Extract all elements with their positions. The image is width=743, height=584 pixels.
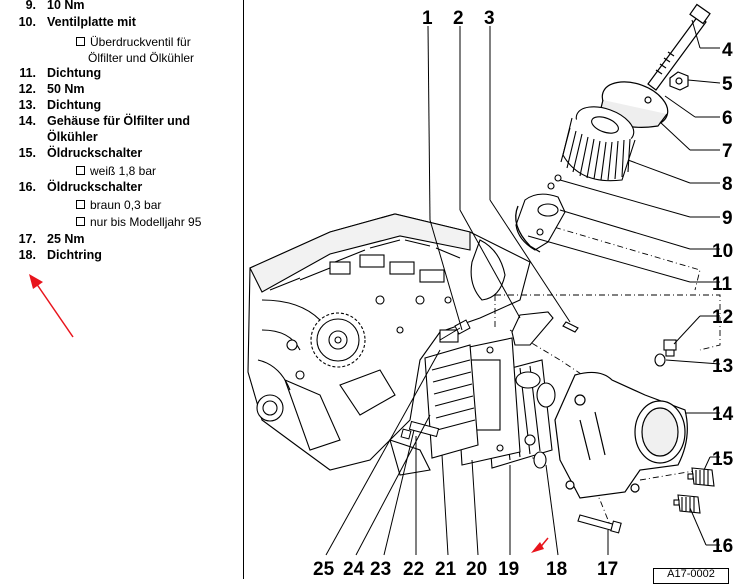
callout-6: 6 — [722, 108, 733, 129]
callout-25: 25 — [313, 559, 335, 579]
gear-sprocket-icon — [310, 312, 366, 368]
annotation-arrow-icon — [29, 274, 74, 338]
exploded-diagram-drawing: 1 2 3 4 5 6 7 8 9 10 11 12 13 14 15 16 2… — [247, 3, 734, 580]
bolt-icon — [647, 3, 711, 91]
valve-plate — [515, 193, 566, 251]
oil-filter-icon — [560, 106, 636, 182]
gasket — [515, 205, 541, 253]
callout-17: 17 — [597, 559, 618, 579]
bullet-box-icon — [76, 200, 85, 209]
divider — [243, 0, 244, 579]
bullet-box-icon — [76, 217, 85, 226]
leader-lines — [325, 19, 721, 556]
callout-1: 1 — [422, 8, 433, 29]
bolt-icon — [577, 514, 622, 534]
callout-10: 10 — [712, 241, 733, 262]
pressure-switch-icon — [687, 467, 715, 487]
callout-5: 5 — [722, 74, 733, 95]
ribbed-plate — [424, 329, 479, 459]
callout-3: 3 — [484, 8, 495, 29]
filter-housing — [554, 371, 688, 499]
callout-19: 19 — [498, 559, 519, 579]
annotation-arrow-icon — [531, 537, 549, 553]
bullet-box-icon — [76, 37, 85, 46]
callout-22: 22 — [403, 559, 424, 579]
callout-24: 24 — [343, 559, 365, 579]
figure-reference-label: A17-0002 — [667, 568, 715, 580]
exploded-diagram: 1 2 3 4 5 6 7 8 9 10 11 12 13 14 15 16 2… — [244, 0, 743, 580]
callout-11: 11 — [712, 274, 733, 295]
engine-block — [247, 213, 531, 476]
callout-13: 13 — [712, 356, 733, 377]
callout-4: 4 — [722, 40, 733, 61]
callout-14: 14 — [712, 404, 734, 425]
figure-reference: A17-0002 — [653, 568, 729, 584]
pressure-switch-icon — [673, 494, 701, 514]
pipe-fitting — [511, 311, 579, 346]
callout-8: 8 — [722, 174, 733, 195]
callout-9: 9 — [722, 208, 733, 229]
callout-18: 18 — [546, 559, 567, 579]
callout-23: 23 — [370, 559, 391, 579]
bullet-box-icon — [76, 166, 85, 175]
callout-16: 16 — [712, 536, 733, 557]
callout-20: 20 — [466, 559, 487, 579]
callout-21: 21 — [435, 559, 457, 579]
callout-2: 2 — [453, 8, 464, 29]
callout-12: 12 — [712, 307, 733, 328]
nut-icon — [669, 71, 689, 91]
callout-7: 7 — [722, 141, 733, 162]
callout-15: 15 — [712, 449, 734, 470]
